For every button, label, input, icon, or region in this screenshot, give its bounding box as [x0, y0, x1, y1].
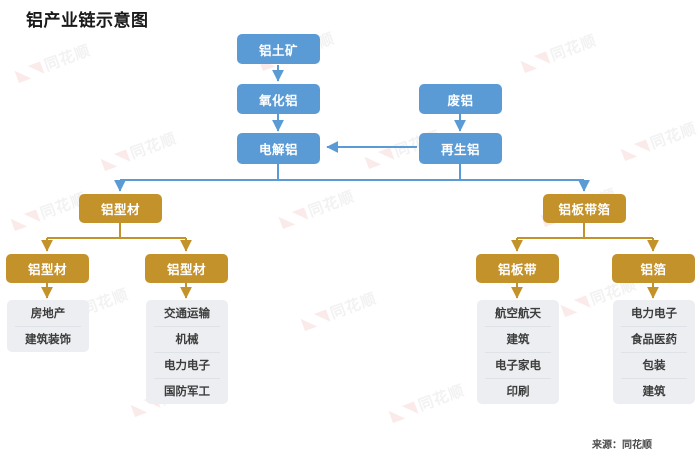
node-electrolytic-aluminum[interactable]: 电解铝 [237, 133, 320, 164]
node-scrap-aluminum[interactable]: 废铝 [419, 84, 502, 114]
list-item[interactable]: 电力电子 [146, 352, 228, 378]
node-label: 再生铝 [440, 142, 480, 157]
list-item[interactable]: 航空航天 [495, 306, 541, 320]
node-alumina[interactable]: 氧化铝 [237, 84, 320, 114]
node-branch-aluminum-profile-b[interactable]: 铝型材 [145, 254, 228, 283]
list-item[interactable]: 电子家电 [477, 352, 559, 378]
node-label: 铝型材 [100, 202, 140, 217]
list-item[interactable]: 包装 [613, 352, 695, 378]
application-card-foil: 电力电子 食品医药 包装 建筑 [613, 300, 695, 404]
page-title: 铝产业链示意图 [26, 11, 149, 31]
node-label: 废铝 [447, 92, 474, 108]
list-item[interactable]: 建筑装饰 [7, 326, 89, 352]
node-branch-aluminum-sheet-strip[interactable]: 铝板带 [476, 254, 559, 283]
node-label: 铝土矿 [258, 42, 298, 58]
node-aluminum-profile-main[interactable]: 铝型材 [79, 194, 162, 223]
node-label: 铝箔 [640, 262, 667, 277]
application-card-profile-a: 房地产 建筑装饰 [7, 300, 89, 352]
node-label: 电解铝 [258, 142, 298, 157]
list-item[interactable]: 电力电子 [631, 306, 677, 320]
node-label: 铝板带 [497, 262, 537, 277]
node-label: 铝型材 [27, 262, 67, 277]
node-label: 氧化铝 [258, 92, 298, 108]
node-recycled-aluminum[interactable]: 再生铝 [419, 133, 502, 164]
node-branch-aluminum-profile-a[interactable]: 铝型材 [6, 254, 89, 283]
list-item[interactable]: 建筑 [613, 378, 695, 404]
application-card-sheet-strip: 航空航天 建筑 电子家电 印刷 [477, 300, 559, 404]
list-item[interactable]: 房地产 [30, 306, 66, 320]
node-bauxite[interactable]: 铝土矿 [237, 34, 320, 64]
node-label: 铝型材 [166, 262, 206, 277]
list-item[interactable]: 建筑 [477, 326, 559, 352]
node-aluminum-sheet-strip-foil-main[interactable]: 铝板带箔 [543, 194, 626, 223]
list-item[interactable]: 交通运输 [164, 306, 210, 320]
list-item[interactable]: 食品医药 [613, 326, 695, 352]
node-branch-aluminum-foil[interactable]: 铝箔 [612, 254, 695, 283]
source-note: 来源：同花顺 [592, 440, 652, 451]
application-card-profile-b: 交通运输 机械 电力电子 国防军工 [146, 300, 228, 404]
list-item[interactable]: 机械 [146, 326, 228, 352]
list-item[interactable]: 印刷 [477, 378, 559, 404]
node-label: 铝板带箔 [558, 202, 611, 217]
list-item[interactable]: 国防军工 [146, 378, 228, 404]
